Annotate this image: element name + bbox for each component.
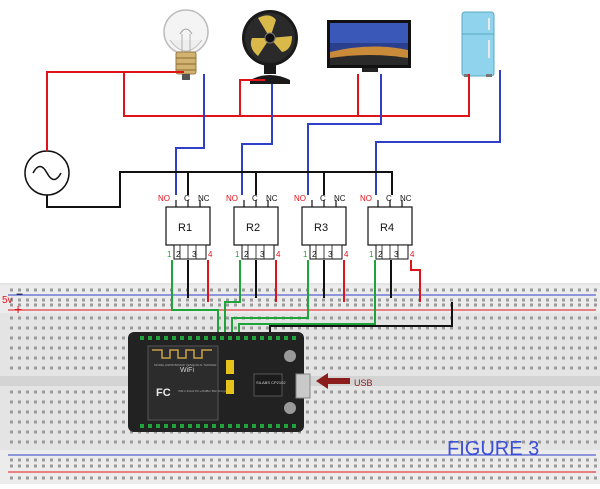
nodemcu-board: WiFi MODEL ESP8266MOD VENDOR AI-THINKER … [128,332,311,432]
relay-pin4-label: 4 [208,250,213,259]
relay-pin1-label: 1 [167,250,172,259]
relay-pin2-label: 2 [244,250,249,259]
board-fc-label: FC [156,387,171,399]
breadboard [0,283,600,484]
relay-pin3-label: 3 [192,250,197,259]
board-freq-text: ISM 2.4GHz PA +25dBm 802.11b/g/n [178,389,228,393]
relay-control-wiring [171,260,453,336]
rail-minus-label: − [16,287,23,301]
mains-wiring [46,70,501,208]
relay-c-label: C [184,194,190,203]
board-chip-label: SILABS CP2102 [256,380,286,385]
relay-nc-label: NC [334,194,346,203]
ac-source-icon [24,150,70,196]
relay-no-label: NO [226,194,238,203]
relay-pin2-label: 2 [312,250,317,259]
relay-pin2-label: 2 [176,250,181,259]
relay-pin1-label: 1 [303,250,308,259]
relay-pin3-label: 3 [260,250,265,259]
relay-label: R3 [314,222,328,234]
relay-pin4-label: 4 [276,250,281,259]
relay-c-label: C [320,194,326,203]
board-model-text: MODEL ESP8266MOD VENDOR AI-THINKER [154,363,217,367]
usb-arrow-icon [316,373,350,389]
refrigerator-icon [461,11,495,77]
board-wifi-label: WiFi [180,367,194,374]
television-icon [327,20,411,72]
relay-c-label: C [252,194,258,203]
relay-pin4-label: 4 [344,250,349,259]
relay-label: R1 [178,222,192,234]
relay-label: R4 [380,222,394,234]
usb-label: USB [354,378,373,388]
supply-voltage-label: 5v [2,295,13,306]
relay-nc-label: NC [266,194,278,203]
relay-nc-label: NC [400,194,412,203]
relay-pin4-label: 4 [410,250,415,259]
light-bulb-icon [163,9,209,80]
relay-pin3-label: 3 [328,250,333,259]
relay-pin2-label: 2 [378,250,383,259]
relay-c-label: C [386,194,392,203]
relay-label: R2 [246,222,260,234]
rail-plus-label: + [14,301,22,317]
relay-pin1-label: 1 [369,250,374,259]
relay-no-label: NO [158,194,170,203]
relay-pin3-label: 3 [394,250,399,259]
relay-pin1-label: 1 [235,250,240,259]
fan-icon [242,10,298,84]
relay-no-label: NO [294,194,306,203]
relay-nc-label: NC [198,194,210,203]
figure-label: FIGURE 3 [447,438,539,460]
relay-no-label: NO [360,194,372,203]
